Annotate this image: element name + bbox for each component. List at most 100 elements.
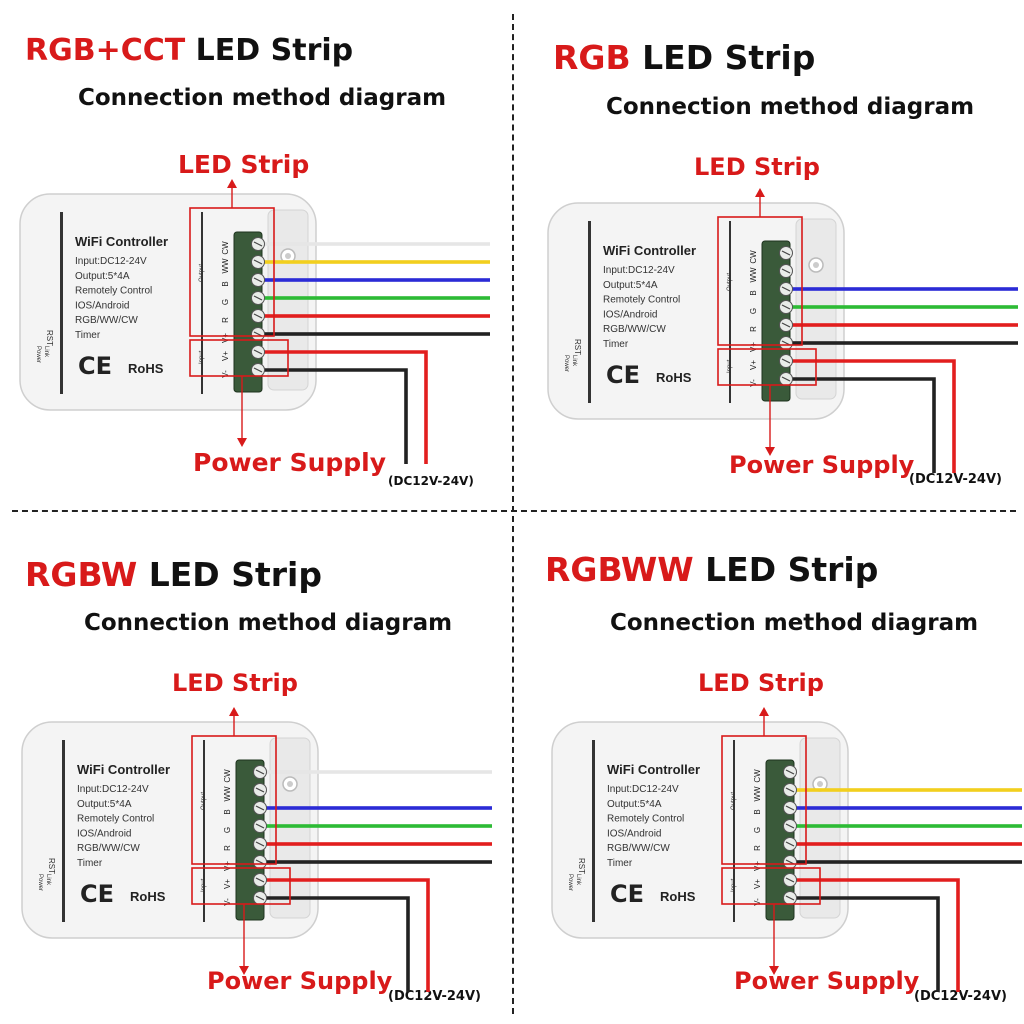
power-wire-negative: [782, 896, 940, 992]
screw-slot: [781, 286, 791, 292]
panel-title-rest: LED Strip: [137, 555, 322, 594]
input-highlight-box: [191, 867, 291, 905]
panel-rgbww: RGBWW LED Strip Connection method diagra…: [512, 512, 1024, 1024]
led-strip-arrowhead: [755, 188, 765, 197]
input-label: Input: [199, 350, 205, 364]
screw-slot: [255, 787, 265, 793]
screw-slot: [253, 295, 263, 301]
power-supply-label: Power Supply: [193, 448, 387, 477]
spec-line: Input:DC12-24V: [75, 256, 147, 267]
wire-green: [782, 824, 1022, 828]
panel-subtitle: Connection method diagram: [84, 610, 453, 636]
rst-label: RST: [45, 330, 54, 346]
terminal-divider-line: [729, 221, 731, 403]
panel-title-accent: RGB+CCT: [25, 33, 186, 68]
controller-name: WiFi Controller: [77, 762, 170, 777]
led-strip-label: LED Strip: [698, 669, 824, 697]
channel-label: V-: [749, 379, 758, 387]
power-wire-positive: [782, 878, 960, 992]
channel-label: V+: [749, 360, 758, 370]
wire-white: [252, 770, 492, 774]
wire-blue: [782, 806, 1022, 810]
divider-vertical: [512, 14, 514, 1014]
channel-label: V-: [753, 898, 762, 906]
wire-red: [782, 842, 1022, 846]
input-highlight-box: [721, 867, 821, 905]
channel-label: G: [223, 827, 232, 833]
channel-label: V+: [221, 351, 230, 361]
input-highlight-box: [717, 348, 817, 386]
wire-yellow: [782, 788, 1022, 792]
spec-line: Timer: [607, 858, 633, 869]
spec-line: Output:5*4A: [607, 799, 662, 810]
voltage-label: (DC12V-24V): [909, 472, 1002, 487]
spec-line: IOS/Android: [77, 828, 131, 839]
spec-line: Timer: [77, 858, 103, 869]
channel-label: G: [753, 827, 762, 833]
divider-horizontal: [12, 510, 1016, 512]
panel-title: RGBW LED Strip: [25, 555, 322, 594]
wire-red: [250, 314, 490, 318]
channel-label: CW: [223, 769, 232, 783]
channel-label: R: [749, 326, 758, 332]
ce-mark: CE: [610, 880, 644, 908]
channel-label: R: [223, 845, 232, 851]
led-strip-label: LED Strip: [172, 669, 298, 697]
spec-line: Output:5*4A: [77, 799, 132, 810]
spec-line: RGB/WW/CW: [75, 315, 138, 326]
panel-title: RGB+CCT LED Strip: [25, 33, 353, 68]
power-supply-arrowhead: [769, 966, 779, 975]
power-label: Power: [35, 346, 41, 363]
channel-label: V+: [223, 879, 232, 889]
output-label: Output: [727, 273, 733, 291]
screw-slot: [255, 895, 265, 901]
power-label: Power: [37, 874, 43, 891]
power-label: Power: [563, 355, 569, 372]
link-label: Link: [575, 874, 581, 886]
channel-label: V-: [221, 370, 230, 378]
mount-hole-inner: [287, 781, 293, 787]
screw-slot: [785, 787, 795, 793]
wire-blue: [252, 806, 492, 810]
channel-label: V+: [221, 333, 230, 343]
wire-yellow: [250, 260, 490, 264]
rst-label: RST: [47, 858, 56, 874]
panel-title-accent: RGBW: [25, 555, 138, 594]
panel-title-accent: RGB: [553, 38, 631, 77]
rohs-mark: RoHS: [128, 361, 164, 376]
power-supply-label: Power Supply: [729, 451, 915, 479]
screw-slot: [255, 823, 265, 829]
channel-label: WW: [223, 786, 232, 802]
screw-slot: [255, 805, 265, 811]
panel-rgb: RGB LED Strip Connection method diagram …: [512, 0, 1024, 512]
terminal-divider-line: [733, 740, 735, 922]
panel-rgb-cct: RGB+CCT LED Strip Connection method diag…: [0, 0, 512, 512]
panel-title-rest: LED Strip: [630, 38, 816, 77]
spec-line: Output:5*4A: [603, 280, 658, 291]
panel-subtitle: Connection method diagram: [610, 610, 979, 636]
spec-line: Remotely Control: [603, 295, 680, 306]
power-label: Power: [567, 874, 573, 891]
channel-label: G: [749, 308, 758, 314]
screw-slot: [253, 313, 263, 319]
spec-line: Output:5*4A: [75, 271, 130, 282]
power-wire-negative: [778, 377, 936, 473]
wire-red: [252, 842, 492, 846]
link-label: Link: [45, 874, 51, 886]
led-strip-arrowhead: [759, 707, 769, 716]
input-label: Input: [731, 878, 737, 892]
wire-black: [250, 332, 490, 336]
voltage-label: (DC12V-24V): [388, 989, 481, 1004]
spec-line: Input:DC12-24V: [607, 784, 679, 795]
channel-label: V+: [749, 342, 758, 352]
label-divider-line: [592, 740, 595, 922]
panel-subtitle: Connection method diagram: [606, 94, 975, 120]
channel-label: R: [221, 317, 230, 323]
screw-slot: [255, 769, 265, 775]
controller-name: WiFi Controller: [75, 234, 168, 249]
spec-line: RGB/WW/CW: [607, 843, 670, 854]
wire-white: [250, 242, 490, 246]
channel-label: CW: [749, 250, 758, 264]
